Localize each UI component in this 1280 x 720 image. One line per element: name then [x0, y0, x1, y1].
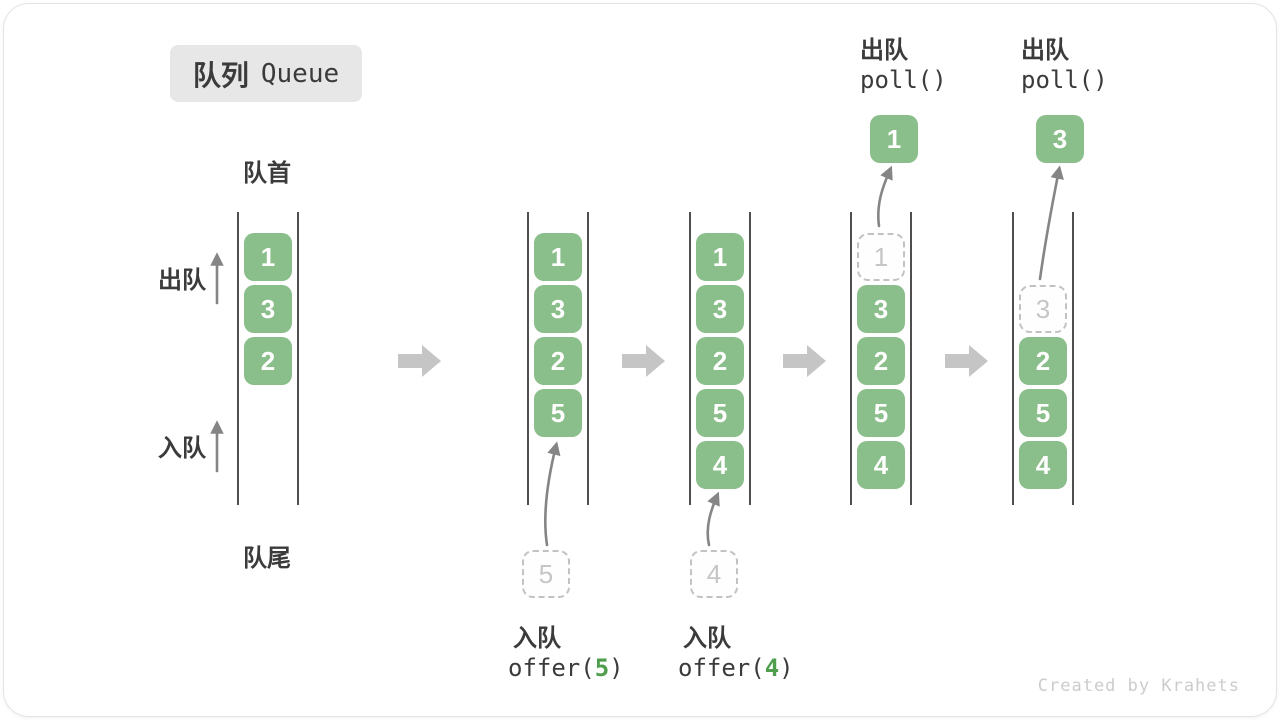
- offer-code-post-2: ): [779, 654, 794, 682]
- queue3-left-rail: [689, 212, 691, 505]
- queue-cell: 2: [534, 337, 582, 385]
- queue1-left-rail: [237, 212, 239, 505]
- queue1-right-rail: [297, 212, 299, 505]
- queue-cell: 5: [696, 389, 744, 437]
- poll-label-zh-1: 出队: [860, 37, 908, 64]
- poll-label-zh-2: 出队: [1021, 37, 1069, 64]
- polled-value-cell: 1: [870, 115, 918, 163]
- offer-label-code-2: offer(4): [678, 654, 794, 682]
- queue-cell: 3: [696, 285, 744, 333]
- queue-cell: 3: [244, 285, 292, 333]
- queue-cell: 4: [696, 441, 744, 489]
- queue-cell: 2: [1019, 337, 1067, 385]
- title-en: Queue: [260, 58, 340, 89]
- queue-cell: 1: [534, 233, 582, 281]
- queue-cell: 1: [696, 233, 744, 281]
- queue-cell: 2: [857, 337, 905, 385]
- staged-value-cell: 5: [522, 550, 570, 598]
- polled-value-cell: 3: [1036, 115, 1084, 163]
- queue-cell: 4: [1019, 441, 1067, 489]
- queue-cell: 2: [244, 337, 292, 385]
- queue-cell: 5: [1019, 389, 1067, 437]
- queue4-right-rail: [910, 212, 912, 505]
- enqueue-side-label: 入队: [158, 435, 206, 462]
- credit-text: Created by Krahets: [1037, 676, 1240, 696]
- offer-code-pre-2: offer(: [678, 654, 765, 682]
- queue-cell: 2: [696, 337, 744, 385]
- queue-cell-ghost: 3: [1019, 285, 1067, 333]
- queue-cell-ghost: 1: [857, 233, 905, 281]
- queue2-right-rail: [587, 212, 589, 505]
- offer-code-post-1: ): [609, 654, 624, 682]
- queue-cell: 5: [534, 389, 582, 437]
- dequeue-side-label: 出队: [158, 267, 206, 294]
- offer-code-arg-1: 5: [594, 654, 610, 682]
- queue-cell: 3: [534, 285, 582, 333]
- diagram-canvas: [3, 3, 1277, 717]
- poll-label-code-1: poll(): [860, 66, 947, 94]
- queue-rear-label: 队尾: [243, 545, 291, 572]
- queue-front-label: 队首: [243, 160, 291, 187]
- poll-label-code-2: poll(): [1021, 66, 1108, 94]
- queue-cell: 3: [857, 285, 905, 333]
- queue-cell: 4: [857, 441, 905, 489]
- offer-label-zh-2: 入队: [683, 625, 731, 652]
- staged-value-cell: 4: [690, 550, 738, 598]
- offer-code-pre-1: offer(: [508, 654, 595, 682]
- offer-label-code-1: offer(5): [508, 654, 624, 682]
- queue-cell: 1: [244, 233, 292, 281]
- queue2-left-rail: [527, 212, 529, 505]
- offer-label-zh-1: 入队: [513, 625, 561, 652]
- offer-code-arg-2: 4: [764, 654, 780, 682]
- queue3-right-rail: [749, 212, 751, 505]
- queue4-left-rail: [850, 212, 852, 505]
- queue5-right-rail: [1072, 212, 1074, 505]
- queue-cell: 5: [857, 389, 905, 437]
- queue5-left-rail: [1012, 212, 1014, 505]
- title-box: 队列 Queue: [170, 45, 362, 102]
- title-zh: 队列: [192, 59, 249, 91]
